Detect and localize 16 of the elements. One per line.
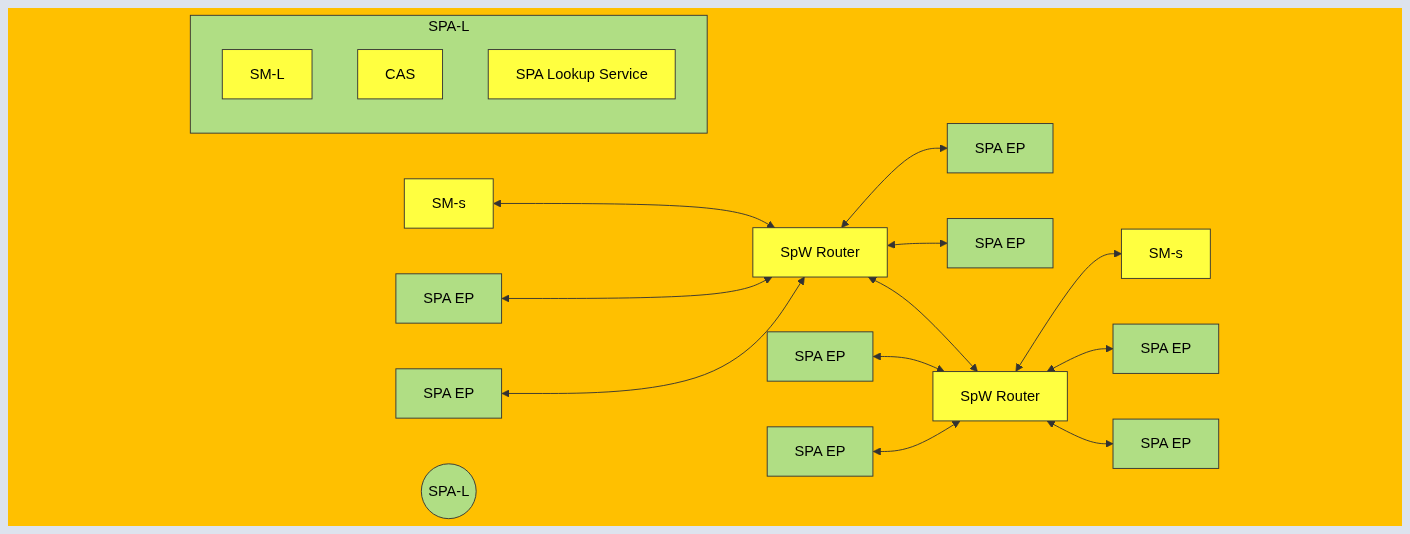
node-box: SM-s bbox=[1121, 228, 1212, 279]
node-circle: SPA-L bbox=[421, 463, 478, 520]
node-box: SpW Router bbox=[752, 227, 889, 278]
node-box: SPA Lookup Service bbox=[488, 49, 677, 100]
node-box: SM-s bbox=[404, 178, 495, 229]
node-box: SPA EP bbox=[947, 218, 1054, 269]
node-box: SPA EP bbox=[395, 273, 503, 324]
node-box: SPA EP bbox=[767, 331, 874, 382]
node-box: SPA EP bbox=[1113, 323, 1220, 374]
node-box: SPA EP bbox=[767, 426, 874, 477]
node-box: SpW Router bbox=[932, 371, 1069, 422]
node-box: SPA EP bbox=[947, 123, 1054, 174]
node-box: CAS bbox=[357, 49, 444, 100]
node-box: SPA EP bbox=[1113, 418, 1220, 469]
node-box: SM-L bbox=[222, 49, 313, 100]
node-box: SPA EP bbox=[395, 368, 503, 419]
